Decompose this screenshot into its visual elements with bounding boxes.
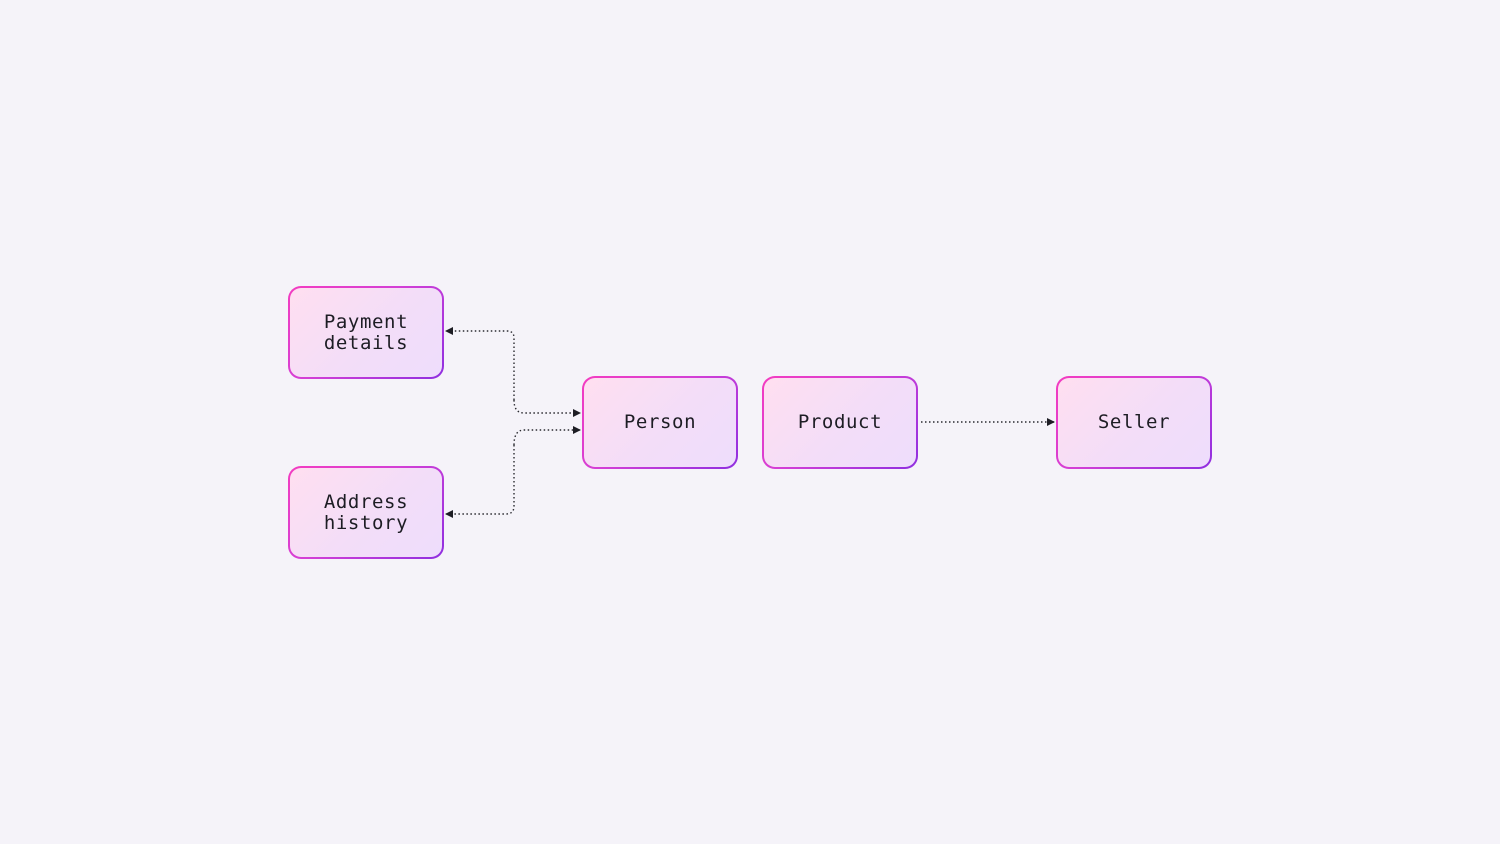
- node-seller[interactable]: Seller: [1056, 376, 1212, 469]
- node-payment-details-label: Payment details: [323, 310, 409, 354]
- node-seller-label: Seller: [1097, 411, 1171, 433]
- node-person-label: Person: [623, 411, 697, 433]
- edge-payment-details-to-person: [513, 399, 581, 417]
- edge-person-to-payment-details: [445, 327, 515, 400]
- node-person[interactable]: Person: [582, 376, 738, 469]
- node-address-history-label: Address history: [323, 490, 409, 534]
- node-payment-details[interactable]: Payment details: [288, 286, 444, 379]
- node-address-history[interactable]: Address history: [288, 466, 444, 559]
- edge-person-to-address-history: [445, 445, 515, 518]
- node-product-label: Product: [797, 411, 883, 433]
- node-product[interactable]: Product: [762, 376, 918, 469]
- edge-address-history-to-person: [513, 426, 581, 446]
